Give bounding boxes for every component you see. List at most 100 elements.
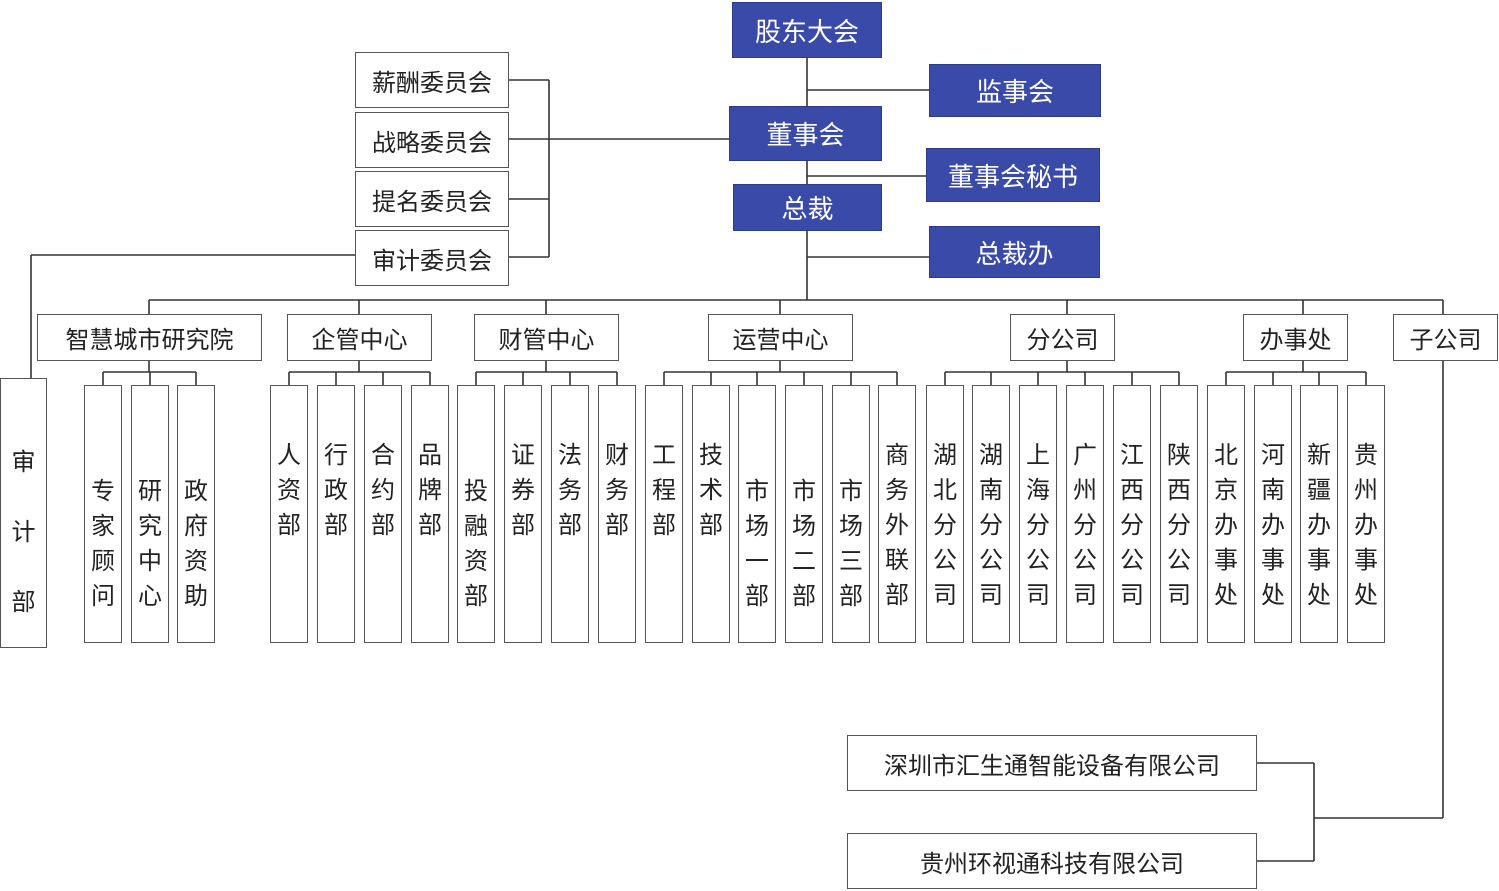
char: 程: [652, 476, 676, 504]
char: 市: [839, 477, 863, 505]
char: 分: [1026, 511, 1050, 539]
dept-3-2: 市场一部: [738, 385, 776, 643]
char: 州: [1073, 476, 1097, 504]
node-supervisors: 监事会: [929, 64, 1101, 117]
char: 部: [558, 511, 582, 539]
char: 部: [885, 581, 909, 609]
char: 公: [979, 546, 1003, 574]
char: 分: [1167, 511, 1191, 539]
char: 行: [324, 441, 348, 469]
char: 部: [792, 582, 816, 610]
dept-0-0: 专家顾问: [84, 385, 122, 643]
char: 疆: [1307, 476, 1331, 504]
dept-0-2: 政府资助: [177, 385, 215, 643]
subsidiary-guizhou: 贵州环视通科技有限公司: [847, 833, 1257, 889]
division-5: 办事处: [1243, 314, 1348, 361]
node-board: 董事会: [729, 106, 882, 161]
char: 司: [1120, 581, 1144, 609]
char: 部: [699, 511, 723, 539]
char: 湖: [979, 441, 1003, 469]
dept-2-1: 证券部: [504, 385, 542, 643]
dept-5-3: 贵州办事处: [1347, 385, 1385, 643]
char: 司: [1167, 581, 1191, 609]
dept-1-0: 人资部: [270, 385, 308, 643]
char: 州: [1354, 476, 1378, 504]
char: 西: [1120, 476, 1144, 504]
char: 政: [184, 477, 208, 505]
char: 场: [792, 512, 816, 540]
char: 新: [1307, 441, 1331, 469]
char: 公: [1026, 546, 1050, 574]
char: 北: [933, 476, 957, 504]
char: 事: [1214, 546, 1238, 574]
char: 海: [1026, 476, 1050, 504]
char: 贵: [1354, 441, 1378, 469]
char: 部: [418, 511, 442, 539]
char: 市: [745, 477, 769, 505]
char: 场: [839, 512, 863, 540]
char: 家: [91, 512, 115, 540]
char: 合: [371, 441, 395, 469]
char: 事: [1307, 546, 1331, 574]
char: 办: [1307, 511, 1331, 539]
char: 司: [933, 581, 957, 609]
char: 广: [1073, 441, 1097, 469]
char: 品: [418, 441, 442, 469]
char: 三: [839, 547, 863, 575]
char: 事: [1261, 546, 1285, 574]
dept-5-1: 河南办事处: [1254, 385, 1292, 643]
committee-compensation: 薪酬委员会: [355, 52, 509, 108]
char: 西: [1167, 476, 1191, 504]
char: 市: [792, 477, 816, 505]
char: 部: [324, 511, 348, 539]
node-audit-dept: 审计部: [0, 378, 47, 648]
char: 分: [1073, 511, 1097, 539]
dept-3-5: 商务外联部: [878, 385, 916, 643]
char: 约: [371, 476, 395, 504]
char: 事: [1354, 546, 1378, 574]
node-board-secretary: 董事会秘书: [926, 148, 1100, 202]
char: 人: [277, 441, 301, 469]
char: 处: [1354, 581, 1378, 609]
char: 资: [277, 476, 301, 504]
char: 中: [138, 547, 162, 575]
char: 公: [1120, 546, 1144, 574]
committee-nomination: 提名委员会: [355, 171, 509, 227]
char: 务: [558, 476, 582, 504]
node-shareholders: 股东大会: [732, 2, 882, 58]
char: 分: [979, 511, 1003, 539]
char: 南: [979, 476, 1003, 504]
char: 融: [464, 512, 488, 540]
char: 顾: [91, 547, 115, 575]
char: 部: [464, 582, 488, 610]
char: 部: [605, 511, 629, 539]
char: 处: [1214, 581, 1238, 609]
char: 部: [371, 511, 395, 539]
char: 府: [184, 512, 208, 540]
char: 专: [91, 477, 115, 505]
char: 部: [277, 511, 301, 539]
dept-4-1: 湖南分公司: [972, 385, 1010, 643]
char: 究: [138, 512, 162, 540]
char: 资: [184, 547, 208, 575]
dept-1-2: 合约部: [364, 385, 402, 643]
char: 公: [1073, 546, 1097, 574]
division-6: 子公司: [1393, 314, 1498, 361]
char: 财: [605, 441, 629, 469]
char: 商: [885, 441, 909, 469]
char: 政: [324, 476, 348, 504]
char: 处: [1261, 581, 1285, 609]
char: 助: [184, 582, 208, 610]
char: 分: [933, 511, 957, 539]
char: 法: [558, 441, 582, 469]
char: 部: [839, 582, 863, 610]
char: 牌: [418, 476, 442, 504]
char: 司: [1026, 581, 1050, 609]
char: 公: [933, 546, 957, 574]
char: 联: [885, 546, 909, 574]
dept-4-5: 陕西分公司: [1160, 385, 1198, 643]
committee-strategy: 战略委员会: [355, 112, 509, 168]
char: 陕: [1167, 441, 1191, 469]
char: 上: [1026, 441, 1050, 469]
